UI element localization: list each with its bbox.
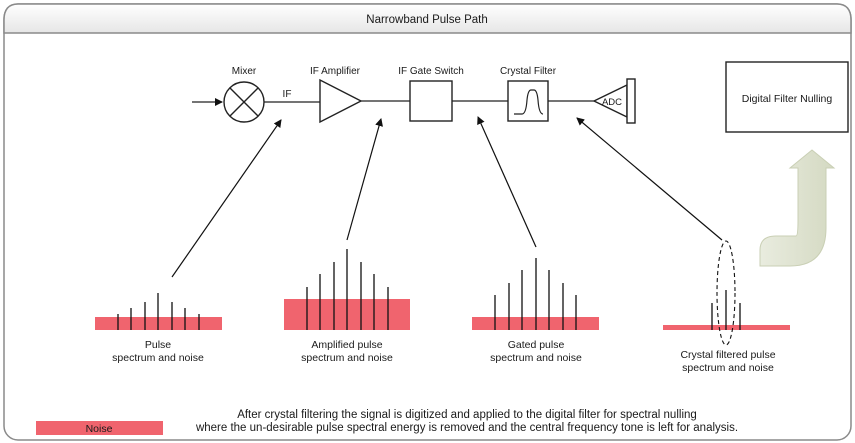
- pointer-arrow-crystal: [576, 117, 723, 241]
- spectrum-crystal-filtered: [663, 240, 790, 346]
- crystal-filter-icon: [507, 80, 549, 122]
- if-gate-switch-label: IF Gate Switch: [398, 66, 464, 77]
- crystal-filter-label: Crystal Filter: [500, 66, 557, 77]
- caption-crystal-line1: Crystal filtered pulse: [680, 349, 775, 361]
- title-bar: [3, 3, 852, 34]
- caption-crystal-line2: spectrum and noise: [682, 362, 774, 374]
- selection-ellipse: [716, 240, 736, 346]
- if-label: IF: [283, 89, 292, 100]
- pointer-arrow-gated: [477, 116, 537, 248]
- noise-legend-label: Noise: [86, 423, 113, 435]
- curved-arrow-icon: [759, 149, 836, 267]
- digital-filter-nulling-box: [725, 61, 849, 133]
- spectral-lines: [117, 293, 200, 330]
- if-amplifier-label: IF Amplifier: [310, 66, 361, 77]
- adc-label: ADC: [602, 97, 622, 108]
- if-gate-switch-icon: [409, 80, 453, 122]
- spectral-lines: [711, 290, 741, 330]
- spectrum-amplified: [284, 249, 410, 330]
- spectral-lines: [306, 249, 389, 330]
- caption-gated-line1: Gated pulse: [508, 339, 565, 351]
- if-amplifier-icon: [319, 78, 363, 124]
- digital-filter-nulling-label: Digital Filter Nulling: [742, 93, 833, 105]
- mixer-icon: [223, 81, 265, 123]
- spectrum-gated: [472, 258, 599, 330]
- footnote-line2: where the un-desirable pulse spectral en…: [195, 422, 738, 434]
- caption-pulse-line2: spectrum and noise: [112, 352, 204, 364]
- mixer-label: Mixer: [232, 66, 257, 77]
- noise-legend-swatch: [36, 421, 163, 435]
- footnote-line1: After crystal filtering the signal is di…: [237, 409, 697, 421]
- spectrum-pulse: [95, 293, 222, 330]
- caption-pulse-line1: Pulse: [145, 339, 171, 351]
- pointer-arrow-amplified: [346, 118, 383, 241]
- caption-gated-line2: spectrum and noise: [490, 352, 582, 364]
- pointer-arrow-pulse: [171, 119, 282, 278]
- caption-amplified-line1: Amplified pulse: [311, 339, 382, 351]
- diagram-title: Narrowband Pulse Path: [366, 14, 487, 26]
- caption-amplified-line2: spectrum and noise: [301, 352, 393, 364]
- spectral-lines: [494, 258, 577, 330]
- adc-bar: [626, 78, 636, 124]
